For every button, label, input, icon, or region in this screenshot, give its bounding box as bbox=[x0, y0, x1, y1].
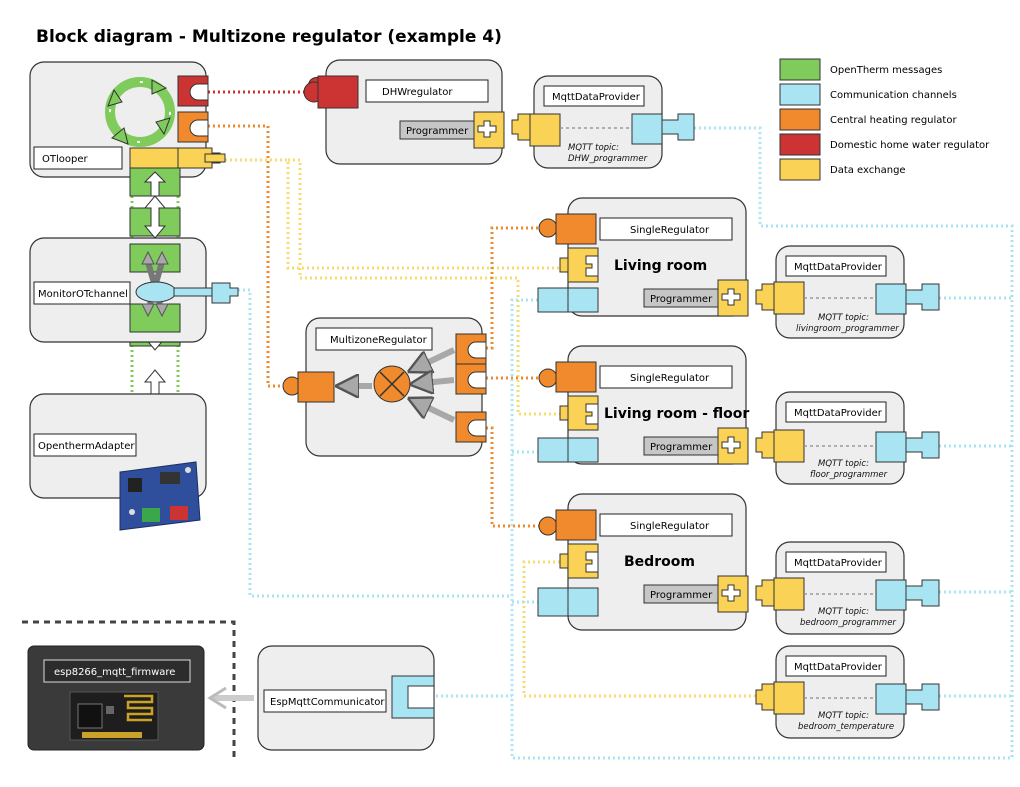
zone-bedroom: SingleRegulator Bedroom Programmer bbox=[537, 493, 749, 631]
single-regulator-label: SingleRegulator bbox=[630, 521, 710, 532]
legend-label-central-heating: Central heating regulator bbox=[830, 115, 957, 126]
mqtt-provider-bedroom: MqttDataProvider MQTT topic: bedroom_pro… bbox=[755, 541, 940, 635]
mqtt-topic-label: MQTT topic: bbox=[818, 313, 869, 323]
programmer-label: Programmer bbox=[650, 442, 713, 453]
mqtt-topic-label: MQTT topic: bbox=[818, 607, 869, 617]
loop-icon bbox=[105, 77, 175, 147]
otlooper-module: OTlooper bbox=[29, 61, 226, 178]
zone-name: Living room - floor bbox=[604, 406, 749, 422]
mqtt-topic-value: bedroom_temperature bbox=[798, 722, 894, 732]
firmware-module: esp8266_mqtt_firmware bbox=[27, 645, 205, 751]
mqtt-provider-temperature: MqttDataProvider MQTT topic: bedroom_tem… bbox=[755, 645, 940, 739]
comm-channel-monitor bbox=[238, 288, 512, 598]
monitor-probe bbox=[135, 281, 177, 303]
mqtt-topic-label: MQTT topic: bbox=[818, 459, 869, 469]
zone-name: Bedroom bbox=[624, 554, 695, 570]
data-line-living bbox=[225, 158, 560, 270]
mqtt-provider-label: MqttDataProvider bbox=[794, 662, 883, 673]
firmware-label: esp8266_mqtt_firmware bbox=[54, 667, 175, 678]
mqtt-topic-value: floor_programmer bbox=[810, 470, 888, 480]
legend-label-domestic-water: Domestic home water regulator bbox=[830, 140, 990, 151]
esp-communicator-module: EspMqttCommunicator bbox=[207, 645, 435, 751]
single-regulator-label: SingleRegulator bbox=[630, 225, 710, 236]
otlooper-label: OTlooper bbox=[42, 154, 88, 165]
dhw-module: DHWregulator Programmer bbox=[303, 59, 505, 165]
esp8266-chip-image bbox=[69, 691, 159, 741]
adapter-label: OpenthermAdapter bbox=[38, 441, 135, 452]
mqtt-provider-label: MqttDataProvider bbox=[552, 92, 641, 103]
mqtt-topic-value: bedroom_programmer bbox=[800, 618, 896, 628]
mixer-icon bbox=[373, 365, 411, 403]
multizone-module: MultizoneRegulator bbox=[282, 317, 487, 457]
mqtt-provider-dhw: MqttDataProvider MQTT topic: DHW_program… bbox=[511, 75, 695, 169]
comm-port bbox=[211, 282, 239, 304]
monitor-label: MonitorOTchannel bbox=[38, 289, 128, 300]
zone-living-room: SingleRegulator Living room Programmer bbox=[537, 197, 749, 317]
mqtt-topic-value: DHW_programmer bbox=[568, 154, 648, 164]
zone-living-room-floor: SingleRegulator Living room - floor Prog… bbox=[537, 345, 749, 465]
zone-name: Living room bbox=[614, 258, 707, 274]
mqtt-topic-label: MQTT topic: bbox=[568, 143, 619, 153]
ch-connection-multizone bbox=[208, 124, 292, 388]
legend-swatch-central-heating bbox=[779, 108, 821, 131]
programmer-label: Programmer bbox=[650, 590, 713, 601]
single-regulator-label: SingleRegulator bbox=[630, 373, 710, 384]
adapter-module: OpenthermAdapter bbox=[29, 393, 207, 531]
ch-connection-bedroom bbox=[486, 426, 546, 528]
dhw-programmer-label: Programmer bbox=[406, 126, 469, 137]
ch-connection-living bbox=[486, 226, 546, 350]
programmer-label: Programmer bbox=[650, 294, 713, 305]
data-line-temperature bbox=[522, 560, 758, 698]
data-line-floor bbox=[288, 158, 560, 416]
legend-swatch-domestic-water bbox=[779, 133, 821, 156]
mqtt-provider-label: MqttDataProvider bbox=[794, 408, 883, 419]
mqtt-provider-label: MqttDataProvider bbox=[794, 558, 883, 569]
mqtt-topic-value: livingroom_programmer bbox=[796, 324, 899, 334]
legend-swatch-data-exchange bbox=[779, 158, 821, 181]
legend-label-communication: Communication channels bbox=[830, 90, 957, 101]
legend: OpenTherm messages Communication channel… bbox=[779, 58, 990, 181]
comm-channel-main bbox=[510, 126, 1014, 760]
monitor-module: MonitorOTchannel bbox=[29, 237, 239, 343]
ot-channel-bottom bbox=[130, 340, 180, 394]
comm-channel-regulators bbox=[512, 450, 538, 604]
dhw-label: DHWregulator bbox=[382, 87, 453, 98]
adapter-board-image bbox=[119, 461, 201, 531]
diagram-title: Block diagram - Multizone regulator (exa… bbox=[36, 27, 502, 47]
legend-swatch-opentherm bbox=[779, 58, 821, 81]
mqtt-provider-floor: MqttDataProvider MQTT topic: floor_progr… bbox=[755, 391, 940, 485]
mqtt-provider-living-room: MqttDataProvider MQTT topic: livingroom_… bbox=[755, 245, 940, 339]
connectors bbox=[22, 90, 1014, 760]
legend-label-data-exchange: Data exchange bbox=[830, 165, 906, 176]
legend-swatch-communication bbox=[779, 83, 821, 106]
mqtt-topic-label: MQTT topic: bbox=[818, 711, 869, 721]
mqtt-provider-label: MqttDataProvider bbox=[794, 262, 883, 273]
esp-frame bbox=[22, 620, 236, 760]
multizone-label: MultizoneRegulator bbox=[330, 335, 428, 346]
legend-label-opentherm: OpenTherm messages bbox=[830, 65, 942, 76]
esp-comm-label: EspMqttCommunicator bbox=[270, 697, 385, 708]
